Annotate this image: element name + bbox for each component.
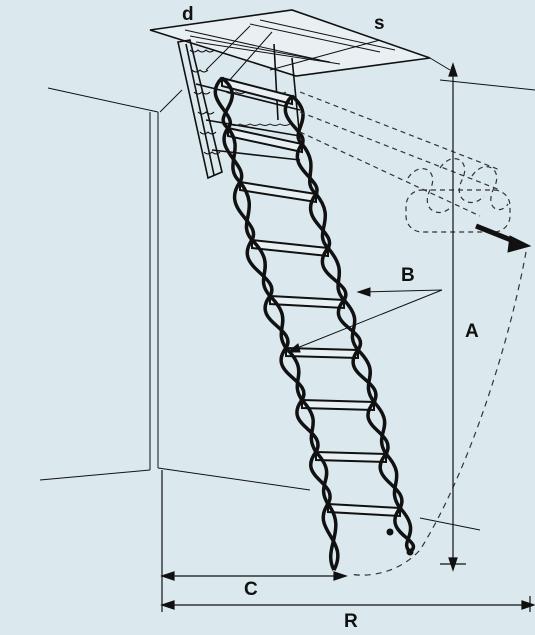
label-s: s bbox=[374, 13, 385, 34]
label-d: d bbox=[182, 4, 194, 25]
ladder-treads bbox=[221, 76, 401, 518]
swing-arc bbox=[349, 251, 527, 576]
right-scissor-chain bbox=[283, 94, 415, 554]
leader-b bbox=[286, 287, 443, 353]
left-scissor-chain bbox=[213, 76, 340, 571]
label-a: A bbox=[465, 321, 479, 342]
room-lines bbox=[39, 57, 535, 531]
fold-arrow bbox=[475, 223, 532, 253]
dimension-a bbox=[440, 62, 466, 572]
dimension-r bbox=[160, 470, 535, 612]
rivets bbox=[225, 125, 414, 556]
label-r: R bbox=[344, 611, 358, 632]
label-c: C bbox=[244, 579, 258, 600]
hatch-slats bbox=[184, 19, 396, 83]
folded-ladder-ghost bbox=[299, 91, 511, 233]
label-b: B bbox=[401, 265, 415, 286]
dimension-c bbox=[160, 571, 348, 581]
